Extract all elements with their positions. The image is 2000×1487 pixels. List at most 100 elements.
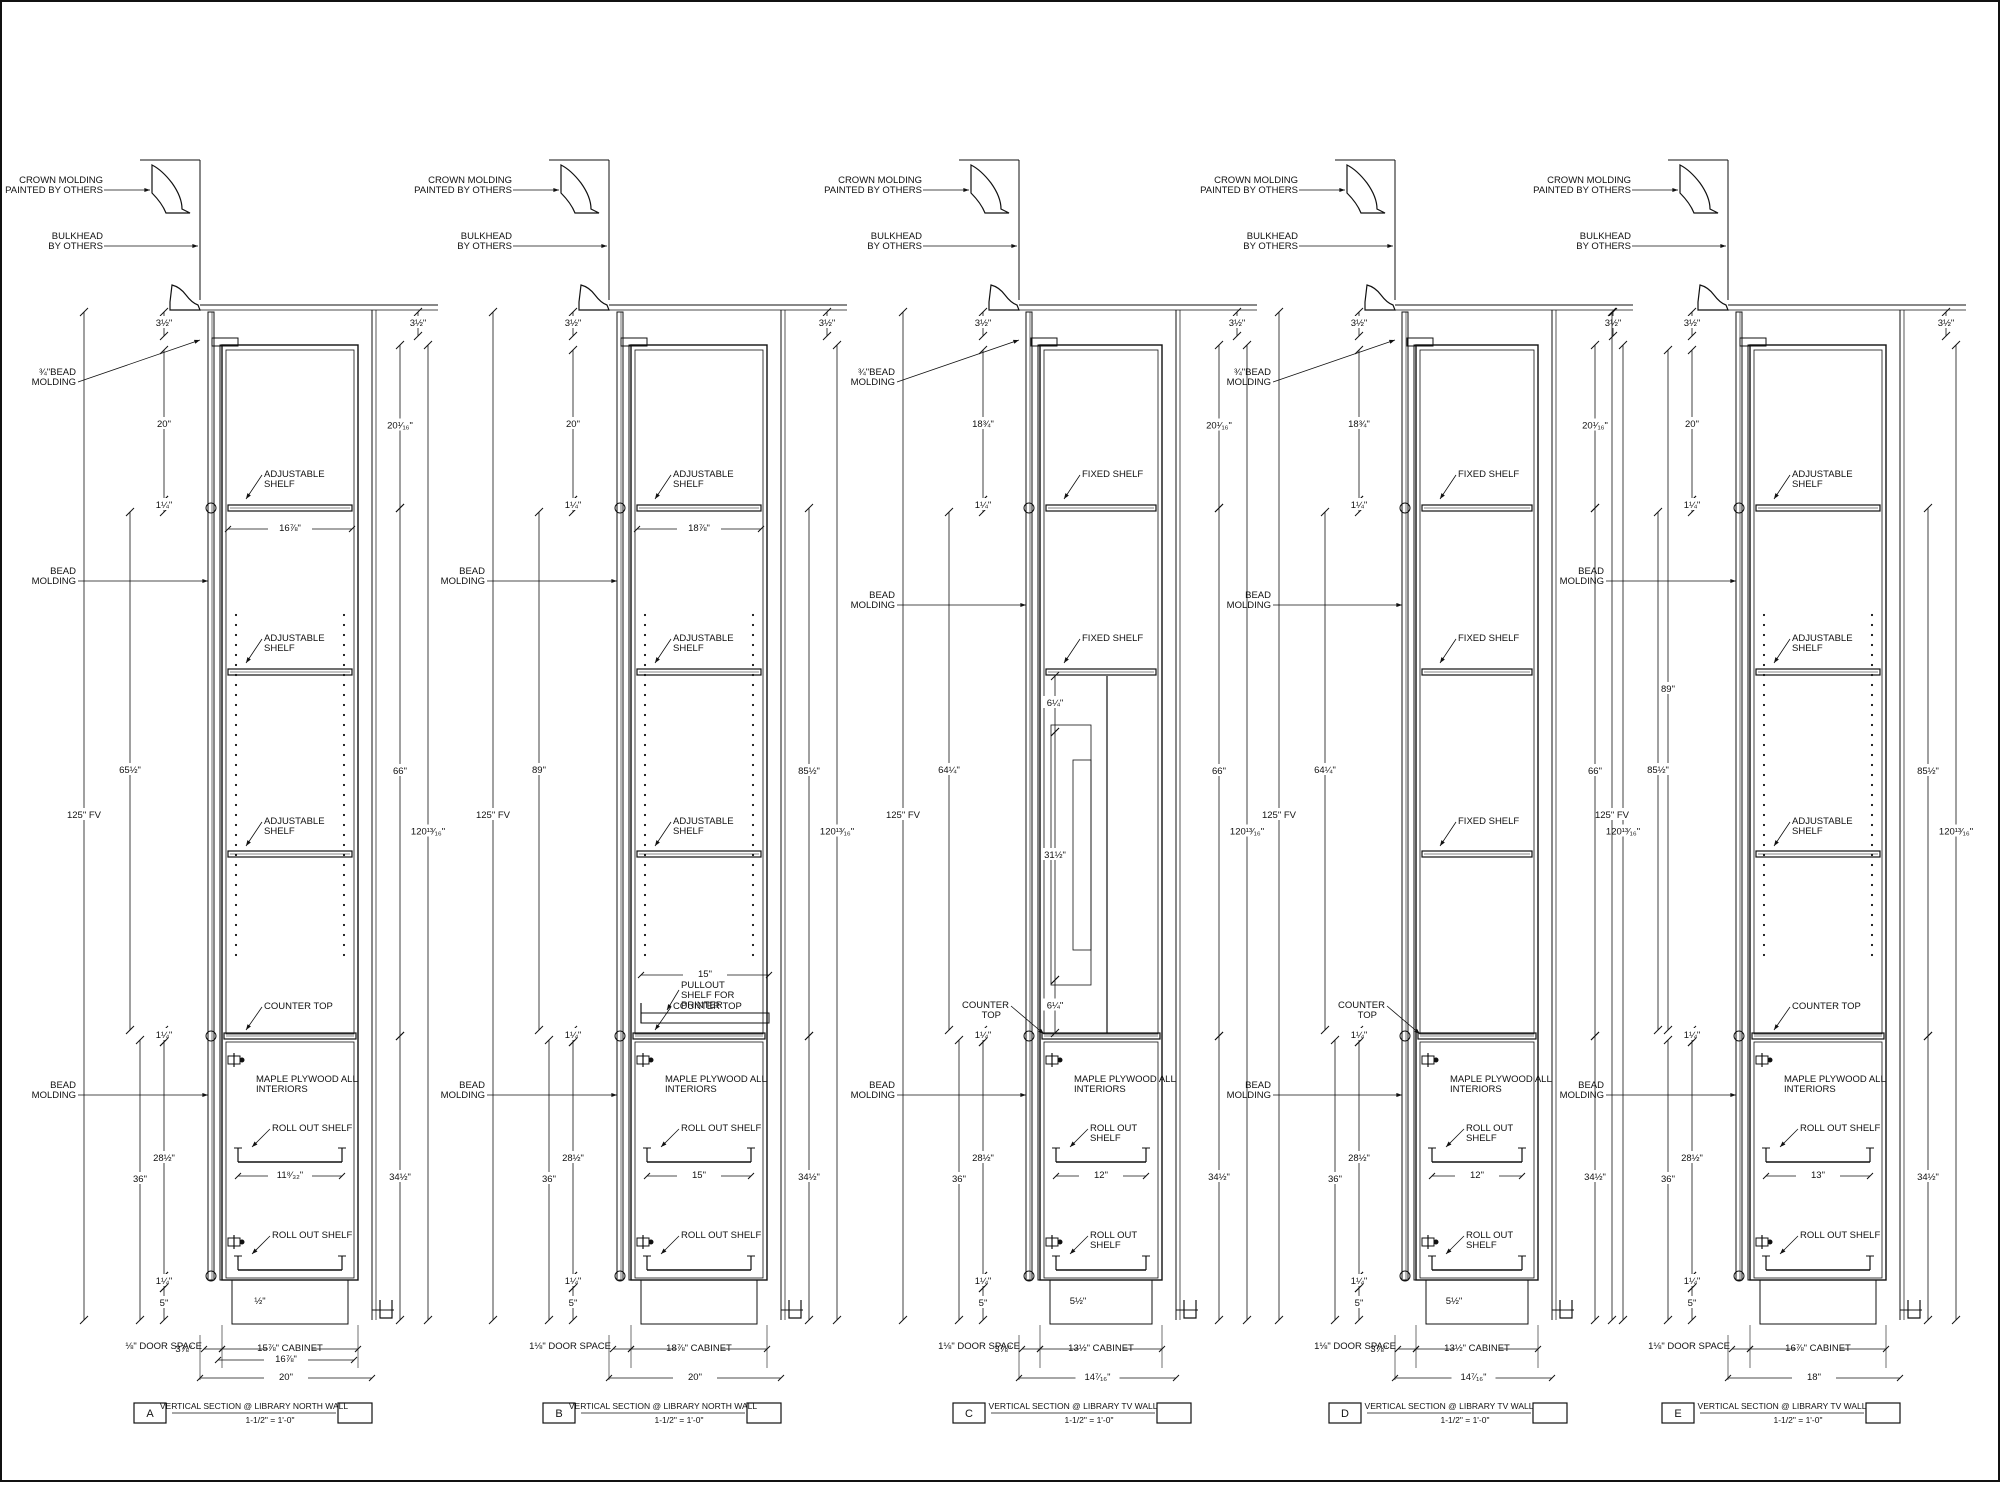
dimension-label-mask — [1207, 418, 1231, 431]
toe-kick — [1759, 1279, 1877, 1325]
upper-cabinet-interior — [634, 349, 764, 1035]
toe-kick-dimension-label: 5" — [1688, 1298, 1697, 1309]
dimension-label-mask — [1267, 808, 1291, 820]
shelf-pin-hole — [234, 713, 238, 717]
shelf-pin-hole — [1870, 843, 1874, 847]
bead-molding-label: BEAD — [1245, 590, 1271, 601]
dimension-label-mask — [677, 1169, 721, 1179]
section-scale: 1-1/2" = 1'-0" — [1440, 1415, 1489, 1425]
dimension-label-mask — [1792, 1371, 1836, 1381]
dimension-label-mask — [388, 418, 412, 431]
base-shoe-profile — [1183, 1300, 1197, 1319]
bead-34-label-line-2: MOLDING — [32, 377, 76, 388]
leader-arrowhead — [1387, 243, 1393, 249]
dimension-label-mask — [1680, 1151, 1704, 1163]
dimension-label-mask — [1646, 763, 1670, 775]
counter-top-label: COUNTER TOP — [1792, 1001, 1861, 1012]
shelf-pin-hole — [342, 753, 346, 757]
dimension-tick — [395, 1031, 405, 1041]
shelf-pin-hole — [1870, 753, 1874, 757]
upper-opening-dimension-label: 18¾" — [972, 419, 994, 430]
shelf-pin-hole — [1762, 823, 1766, 827]
leader-arrowhead — [1720, 243, 1726, 249]
total-width-dimension-label: 18" — [1807, 1372, 1821, 1383]
dimension-label-mask — [797, 764, 821, 776]
dimension-label-mask — [683, 968, 727, 978]
shelf-pin-hole — [751, 723, 755, 727]
roll-out-shelf-label: ROLL OUT — [1466, 1123, 1513, 1134]
dimension-tick — [354, 1345, 362, 1353]
shelf-pin-hole — [1762, 943, 1766, 947]
dimension-tick — [1687, 1315, 1697, 1325]
top-molding-block — [211, 337, 239, 347]
right-overall-dimension-label: 120¹³⁄₁₆" — [820, 827, 854, 838]
shelf-pin-hole — [342, 823, 346, 827]
shelf-board — [1421, 850, 1533, 858]
leader-arrowhead — [611, 578, 617, 584]
shelf-label-line-2: SHELF — [673, 643, 704, 654]
bead-34-label-line-2: MOLDING — [851, 377, 895, 388]
leader-arrowhead — [1020, 1092, 1026, 1098]
dimension-label-mask — [388, 764, 412, 776]
shelf-pin-hole — [1870, 713, 1874, 717]
dimension-tick — [423, 1315, 433, 1325]
shelf-pin-hole — [234, 663, 238, 667]
dimension-tick — [804, 1031, 814, 1041]
shelf-pin-hole — [643, 653, 647, 657]
bottom-thickness-dimension-label: 1¼" — [156, 1276, 173, 1287]
shelf-pin-hole — [234, 643, 238, 647]
leader-arrowhead — [667, 1004, 672, 1010]
leader-arrowhead — [1774, 657, 1779, 663]
upper-cabinet-dimension-label: 64¼" — [938, 765, 960, 776]
dimension-label-mask — [1600, 808, 1624, 820]
lower-bead-molding-label-line-2: MOLDING — [32, 1090, 76, 1101]
dimension-label-mask — [152, 1296, 176, 1308]
shelf-pin-hole — [1762, 623, 1766, 627]
shelf-pin-hole — [1870, 673, 1874, 677]
shelf-pin-hole — [342, 663, 346, 667]
face-frame-stile — [1401, 311, 1409, 1281]
shelf-pin-hole — [1762, 733, 1766, 737]
shelf-board — [227, 504, 353, 512]
dimension-tick — [627, 1345, 635, 1353]
shelf-pin-hole — [342, 613, 346, 617]
cabinet-width-dimension-label: 16⅞" CABINET — [1785, 1343, 1851, 1354]
dimension-label-mask — [152, 1151, 176, 1163]
bottom-thickness-dimension-label: 1¼" — [565, 1276, 582, 1287]
dimension-label-mask — [1455, 1169, 1499, 1179]
shelf-board — [1417, 1032, 1537, 1040]
counter-height-dimension-label: 36" — [133, 1174, 147, 1185]
maple-plywood-label: MAPLE PLYWOOD ALL — [1784, 1074, 1886, 1085]
shelf-label-line-2: SHELF — [264, 479, 295, 490]
shelf-pin-hole — [1762, 673, 1766, 677]
counter-top-label: COUNTER TOP — [673, 1001, 742, 1012]
bottom-thickness-dimension-label: 1¼" — [1351, 1276, 1368, 1287]
leader-arrowhead — [601, 243, 607, 249]
dimension-tick — [1663, 1315, 1673, 1325]
dimension-tick — [544, 1035, 554, 1045]
bead-34-leader — [77, 339, 201, 383]
shelf-pin-hole — [1762, 653, 1766, 657]
lower-crown-molding-profile — [1364, 284, 1396, 311]
right-lower-dimension-label: 34½" — [1584, 1172, 1606, 1183]
shelf-pin-hole — [1762, 893, 1766, 897]
shelf-pin-hole — [342, 793, 346, 797]
shelf-pin-hole — [1870, 923, 1874, 927]
dimension-label-mask — [1347, 1274, 1371, 1286]
shelf-pin-hole — [1870, 873, 1874, 877]
shelf-pin-hole — [234, 943, 238, 947]
dimension-label-mask — [72, 808, 96, 820]
bead-34-label: ¾"BEAD — [1234, 367, 1271, 378]
bulkhead-label: BULKHEAD — [52, 231, 103, 242]
shelf-pin-hole — [643, 693, 647, 697]
dimension-tick — [765, 971, 773, 979]
dimension-tick — [1232, 307, 1242, 317]
section-scale: 1-1/2" = 1'-0" — [654, 1415, 703, 1425]
shelf-pin-hole — [1762, 663, 1766, 667]
toe-kick — [1049, 1279, 1153, 1325]
shelf-label: ADJUSTABLE — [673, 469, 734, 480]
shelf-label: FIXED SHELF — [1458, 469, 1519, 480]
dimension-tick — [159, 307, 169, 317]
